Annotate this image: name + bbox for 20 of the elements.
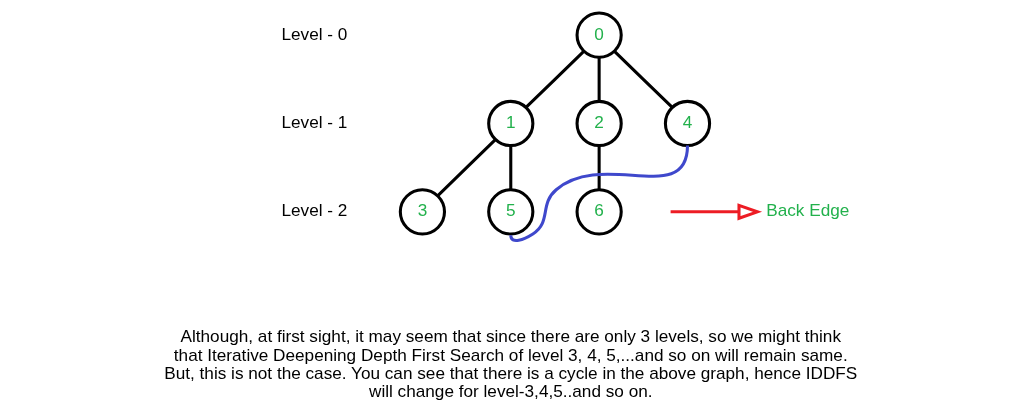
node-circle: 0 bbox=[575, 11, 623, 59]
label: Level - 1 bbox=[281, 112, 348, 133]
connector bbox=[509, 145, 513, 190]
connector bbox=[436, 138, 497, 197]
connector bbox=[509, 145, 690, 242]
connector bbox=[524, 50, 585, 109]
arrow bbox=[670, 203, 763, 221]
node-circle: 5 bbox=[487, 188, 535, 236]
label: Level - 0 bbox=[281, 23, 348, 44]
label: Level - 2 bbox=[281, 200, 348, 221]
node-circle: 1 bbox=[487, 99, 535, 148]
connector bbox=[613, 50, 674, 109]
connector bbox=[597, 57, 601, 102]
connector bbox=[597, 145, 601, 190]
node-circle: 3 bbox=[398, 188, 447, 236]
node-text: Back Edge bbox=[766, 200, 850, 221]
label: Although, at first sight, it may seem that since there are only 3 levels, so we might think that Iterative Deepening Depth First Search of level 3, 4, 5,...and so on will remain same. But, this is not the case. You can see that there is a cycle in the above graph, hence IDDFS will change for level-3,4,5..and so on. bbox=[164, 326, 858, 402]
node-circle: 6 bbox=[575, 188, 623, 236]
node-circle: 2 bbox=[575, 99, 623, 148]
node-circle: 4 bbox=[663, 99, 712, 148]
